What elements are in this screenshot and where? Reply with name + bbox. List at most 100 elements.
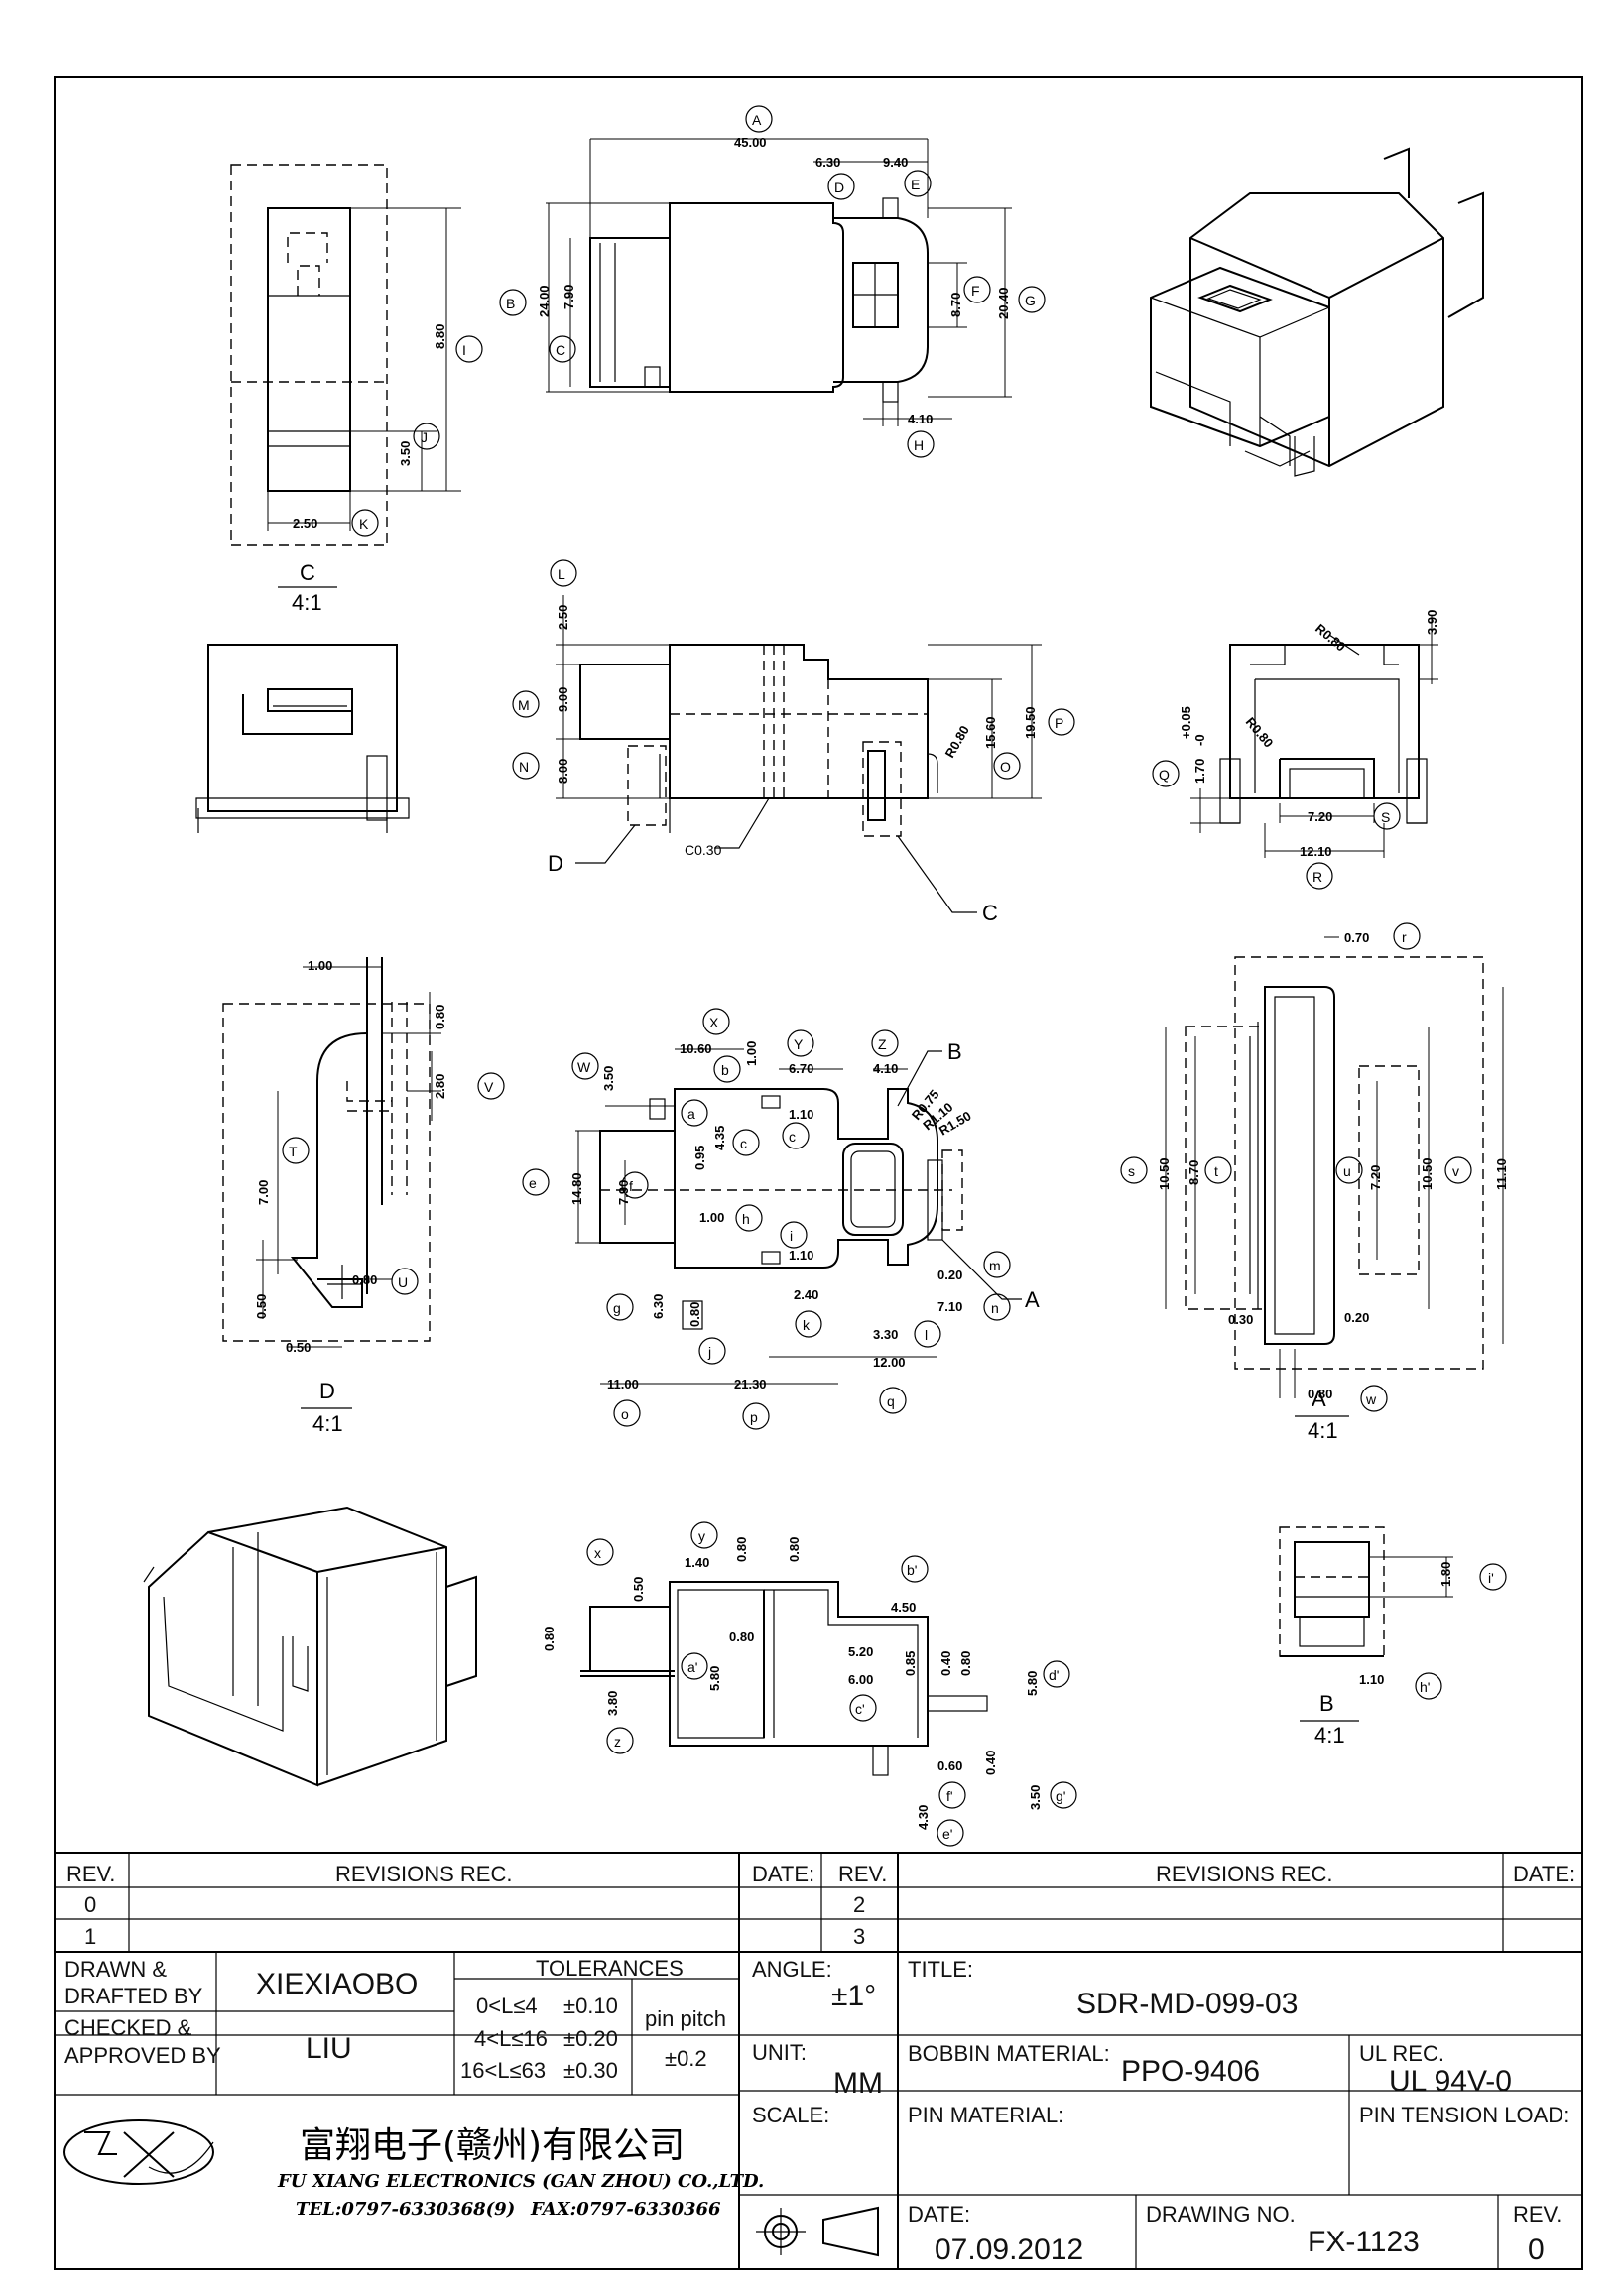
- dim-a-8-70: 8.70: [1187, 1160, 1201, 1185]
- dim-top-6-30: 6.30: [815, 155, 840, 170]
- dim-d-0-80b: 0.80: [352, 1272, 377, 1287]
- revisions-header-left: REVISIONS REC.: [335, 1862, 512, 1886]
- company-name-en: FU XIANG ELECTRONICS (GAN ZHOU) CO.,LTD.: [277, 2171, 764, 2192]
- dim-top-7-90: 7.90: [562, 285, 576, 309]
- dim-a-7-20: 7.20: [1368, 1165, 1383, 1190]
- dim-c-8-80: 8.80: [433, 324, 447, 349]
- dim-sec-4-50: 4.50: [891, 1600, 916, 1615]
- tag-c-k: K: [359, 516, 369, 532]
- tag-c-i: I: [462, 342, 466, 358]
- tag-bot-o: o: [621, 1406, 629, 1422]
- tag-side-q: Q: [1159, 767, 1170, 783]
- dim-side-1-70: 1.70: [1192, 759, 1207, 784]
- section-view: 0.80 0.50 x 1.40 y 0.80 0.80 4.50 b' 0.8…: [542, 1521, 1077, 1847]
- dim-d-0-50a: 0.50: [254, 1294, 269, 1319]
- view-b-label: B: [1319, 1691, 1334, 1716]
- title-label: TITLE:: [908, 1957, 973, 1982]
- pin-tension-label: PIN TENSION LOAD:: [1359, 2103, 1569, 2127]
- bobbin-material-label: BOBBIN MATERIAL:: [908, 2041, 1110, 2066]
- dim-sec-0-40a: 0.40: [938, 1651, 953, 1676]
- dim-c-2-50: 2.50: [293, 516, 317, 531]
- angle-value: ±1°: [831, 1980, 876, 2012]
- revisions-header-right: REVISIONS REC.: [1156, 1862, 1332, 1886]
- dim-sec-4-30: 4.30: [916, 1805, 931, 1830]
- dim-sec-5-80b: 5.80: [1025, 1671, 1040, 1696]
- dim-bot-7-90: 7.90: [616, 1180, 631, 1205]
- dim-bot-1-00: 1.00: [744, 1041, 759, 1066]
- dim-sec-0-80c: 0.80: [787, 1537, 802, 1562]
- tag-bot-b: b: [721, 1062, 729, 1078]
- tag-b-h-prime: h': [1420, 1679, 1430, 1695]
- tag-side-s: S: [1381, 809, 1390, 825]
- section-c-callout: C: [982, 901, 998, 925]
- tag-sec-x: x: [594, 1545, 601, 1561]
- front-view: 2.50 L 9.00 M 8.00 N 15.60 O 19.50 P R0.…: [512, 559, 1075, 925]
- tag-top-h: H: [914, 437, 924, 453]
- dim-sec-0-80e: 0.80: [958, 1651, 973, 1676]
- dim-d-2-80: 2.80: [433, 1074, 447, 1099]
- tag-bot-j: j: [707, 1344, 711, 1360]
- rev-header-left: REV.: [66, 1862, 115, 1886]
- company-tel: TEL:0797-6330368(9): [296, 2199, 515, 2220]
- view-d-label: D: [319, 1379, 335, 1403]
- dim-a-10-50a: 10.50: [1157, 1157, 1172, 1190]
- dim-bot-1-10b: 1.10: [789, 1248, 813, 1263]
- tag-bot-h: h: [742, 1211, 750, 1227]
- tol-range-0: 0<L≤4: [476, 1994, 538, 2018]
- dim-bot-12-00: 12.00: [873, 1355, 906, 1370]
- dim-top-24: 24.00: [537, 285, 552, 317]
- dim-sec-3-80: 3.80: [605, 1691, 620, 1716]
- dim-d-7-00: 7.00: [256, 1180, 271, 1205]
- dim-bot-2-40: 2.40: [794, 1287, 818, 1302]
- dim-c-3-50: 3.50: [398, 441, 413, 466]
- tag-sec-c-prime: c': [855, 1701, 865, 1717]
- tag-top-g: G: [1025, 293, 1036, 308]
- tag-a-u: u: [1343, 1163, 1351, 1179]
- tag-bot-a: a: [687, 1106, 695, 1122]
- view-c-label: C: [300, 560, 315, 585]
- dim-a-0-30: 0.30: [1228, 1312, 1253, 1327]
- scale-label: SCALE:: [752, 2103, 829, 2127]
- dim-sec-1-40: 1.40: [685, 1555, 709, 1570]
- dim-bot-0-80: 0.80: [687, 1302, 702, 1327]
- unit-label: UNIT:: [752, 2040, 807, 2065]
- tag-front-p: P: [1055, 715, 1063, 731]
- tag-bot-c: c: [740, 1136, 747, 1151]
- date-value: 07.09.2012: [935, 2234, 1083, 2266]
- tag-bot-l: l: [925, 1327, 928, 1343]
- view-d-scale: 4:1: [312, 1411, 343, 1436]
- dim-a-10-50b: 10.50: [1420, 1157, 1435, 1190]
- view-b-scale: 4:1: [1314, 1723, 1345, 1748]
- drawn-by: XIEXIAOBO: [256, 1968, 418, 2000]
- dim-bot-0-20: 0.20: [937, 1268, 962, 1282]
- dim-top-20-40: 20.40: [996, 287, 1011, 319]
- chamfer-callout: C0.30: [685, 842, 722, 858]
- dim-side-tol-minus: -0: [1192, 734, 1207, 746]
- dim-sec-5-20: 5.20: [848, 1644, 873, 1659]
- isometric-view-bottom: [143, 1506, 477, 1787]
- dim-d-1-00: 1.00: [308, 958, 332, 973]
- dim-sec-0-50: 0.50: [631, 1577, 646, 1602]
- dim-a-0-70: 0.70: [1344, 930, 1369, 945]
- tag-sec-b-prime: b': [907, 1562, 917, 1578]
- dim-bot-7-10: 7.10: [937, 1299, 962, 1314]
- dim-a-0-20: 0.20: [1344, 1310, 1369, 1325]
- company-fax: FAX:0797-6330366: [530, 2199, 721, 2220]
- tag-sec-a-prime: a': [687, 1659, 697, 1675]
- ul-rec-value: UL 94V-0: [1389, 2065, 1512, 2098]
- view-c: 8.80 I 3.50 J 2.50 K C 4:1: [230, 164, 483, 615]
- left-end-view: [195, 644, 410, 833]
- section-d-callout: D: [548, 851, 563, 876]
- tag-c-j: J: [421, 429, 428, 445]
- drawn-label-2: DRAFTED BY: [64, 1984, 203, 2008]
- tag-d-t: T: [289, 1144, 298, 1159]
- tag-sec-y: y: [698, 1528, 705, 1544]
- dim-a-11-10: 11.10: [1494, 1158, 1509, 1190]
- tag-bot-y: Y: [794, 1036, 804, 1052]
- dim-side-12-10: 12.10: [1300, 844, 1332, 859]
- dim-sec-5-80a: 5.80: [707, 1666, 722, 1691]
- tag-top-b: B: [506, 296, 515, 311]
- dim-top-9-40: 9.40: [883, 155, 908, 170]
- tag-bot-k: k: [803, 1317, 811, 1333]
- dim-sec-0-80d: 0.80: [729, 1630, 754, 1644]
